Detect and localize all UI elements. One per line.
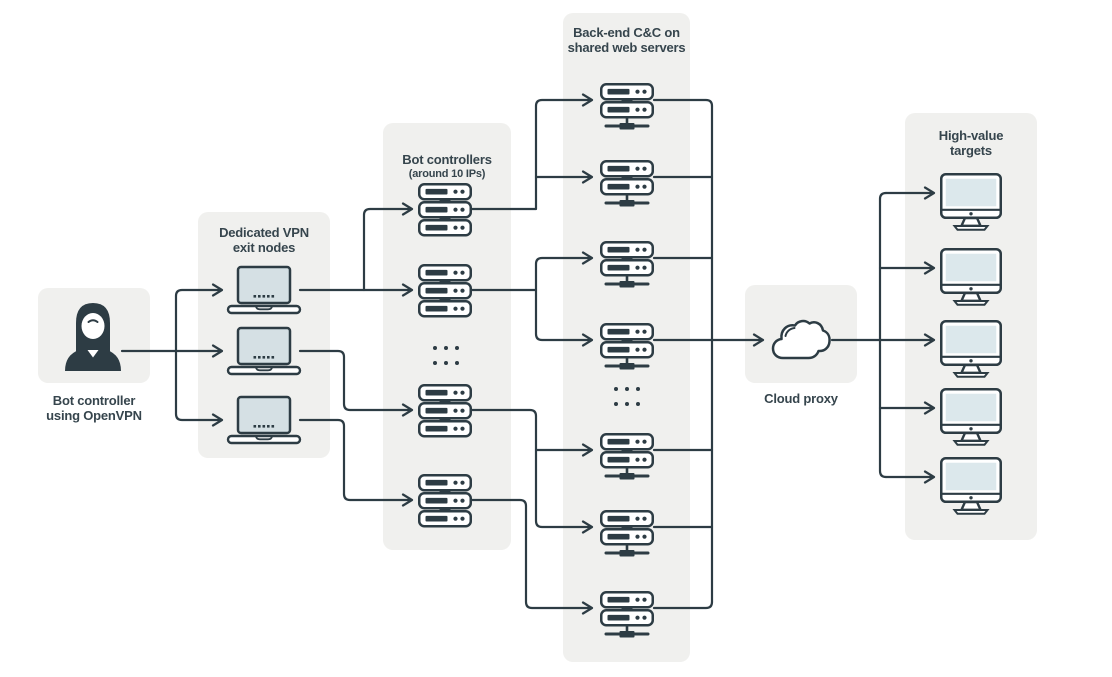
- monitor-icon: [940, 173, 1002, 232]
- cloud-proxy-label: Cloud proxy: [764, 391, 838, 406]
- person-icon: [61, 295, 125, 372]
- monitor-icon: [940, 320, 1002, 379]
- web-server-icon: [600, 433, 654, 481]
- vpn-exit-nodes-label: Dedicated VPN exit nodes: [219, 225, 309, 255]
- backend-cnc-label: Back-end C&C on shared web servers: [567, 25, 686, 55]
- bot-controllers-title: Bot controllers: [402, 152, 492, 167]
- more-nodes-ellipsis: [614, 387, 640, 406]
- high-value-targets-label: High-value targets: [938, 128, 1004, 158]
- bot-controller-label: Bot controller using OpenVPN: [46, 393, 142, 423]
- bot-controllers-subtitle: (around 10 IPs): [408, 168, 486, 180]
- web-server-icon: [600, 160, 654, 208]
- web-server-icon: [600, 510, 654, 558]
- laptop-icon: [226, 395, 302, 445]
- server-stack-icon: [418, 264, 472, 318]
- cloud-icon: [769, 318, 833, 362]
- monitor-icon: [940, 388, 1002, 447]
- web-server-icon: [600, 83, 654, 131]
- server-stack-icon: [418, 384, 472, 438]
- web-server-icon: [600, 241, 654, 289]
- web-server-icon: [600, 591, 654, 639]
- monitor-icon: [940, 457, 1002, 516]
- monitor-icon: [940, 248, 1002, 307]
- more-nodes-ellipsis: [433, 346, 459, 365]
- laptop-icon: [226, 265, 302, 315]
- web-server-icon: [600, 323, 654, 371]
- server-stack-icon: [418, 474, 472, 528]
- laptop-icon: [226, 326, 302, 376]
- bot-controllers-label: Bot controllers (around 10 IPs): [383, 137, 511, 196]
